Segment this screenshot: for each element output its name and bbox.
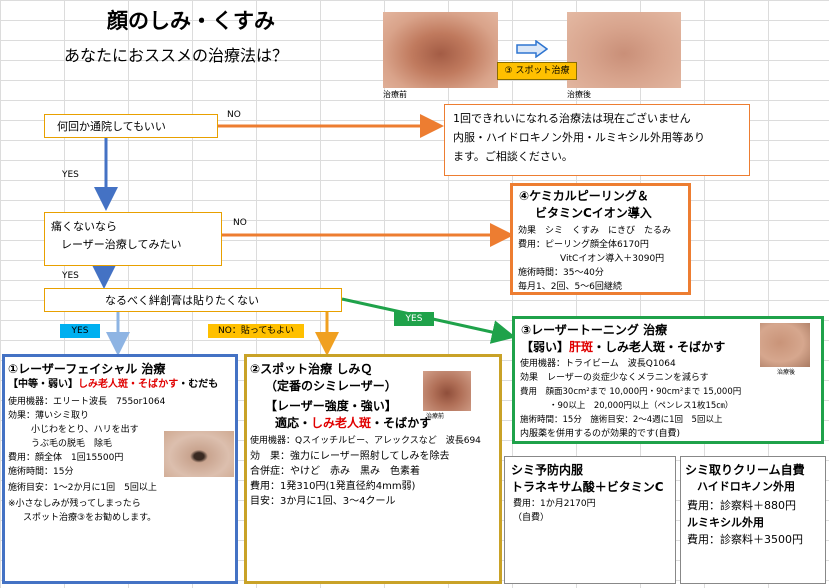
chemical-cost: 費用：ピーリング顔全体6170円 [518,240,649,251]
oral-title: シミ予防内服 [511,463,583,478]
spot-subtitle: （定番のシミレーザー） [265,379,397,394]
yes-label-1: YES [62,170,79,181]
toning-photo [760,323,810,367]
toning-cost: 費用 顔面30cm²まで 10,000円・90cm²まで 15,000円 [520,387,741,398]
facial-title: ①レーザーフェイシャル 治療 [8,362,165,377]
yes-badge-green: YES [394,312,434,326]
yes-label-2: YES [62,271,79,282]
cream-subtitle: ハイドロキノン外用 [697,480,795,494]
no-badge-orange: NO：貼ってもよい [208,324,304,338]
toning-note: 内服薬を併用するのが効果的です(自費) [520,429,680,440]
chemical-effect: 効果 シミ くすみ にきび たるみ [518,226,671,237]
spot-indication: 適応・しみ老人斑・そばかす [275,416,431,431]
spot-frequency: 目安：3か月に1回、3～4クール [250,496,395,509]
whitening-cream-box: シミ取りクリーム自費 ハイドロキノン外用 費用：診察料＋880円 ルミキシル外用… [680,456,826,584]
no-label-1: NO [227,110,241,121]
spot-photo [423,371,471,411]
facial-effect-3: うぶ毛の脱毛 除毛 [31,439,112,450]
toning-cost-2: ・90以上 20,000円以上（ペンレス1枚15㎝） [549,401,733,412]
toning-device: 使用機器：トライビーム 波長Q1064 [520,359,676,370]
question-2-line2: レーザー治療してみたい [61,238,181,252]
question-3-text: なるべく絆創膏は貼りたくない [105,294,259,308]
facial-frequency: 施術目安：1～2か月に1回 5回以上 [8,483,157,494]
chemical-peeling-box: ④ケミカルピーリング＆ ビタミンCイオン導入 効果 シミ くすみ にきび たるみ… [510,183,691,295]
facial-eye-photo [164,431,234,477]
facial-effect-2: 小じわをとり、ハリを出す [31,425,139,436]
question-1-box: 何回か通院してもいい [44,114,218,138]
facial-note: ※小さなしみが残ってしまったら [8,499,141,510]
cream-lumixyl: ルミキシル外用 [687,516,764,530]
question-3-box: なるべく絆創膏は貼りたくない [44,288,342,312]
question-2-box: 痛くないなら レーザー治療してみたい [44,212,222,266]
oral-cost: 費用：1か月2170円 [513,499,596,510]
chemical-time: 施術時間：35～40分 [518,268,604,279]
oral-medication-box: シミ予防内服 トラネキサム酸＋ビタミンC 費用：1か月2170円 （自費） [504,456,676,584]
facial-device: 使用機器：エリート波長 755or1064 [8,397,165,408]
facial-time: 施術時間：15分 [8,467,73,478]
question-1-text: 何回か通院してもいい [57,120,166,134]
no-result-line1: 1回できれいになれる治療法は現在ございません [453,112,691,126]
facial-note-2: スポット治療③をお勧めします。 [23,513,156,524]
facial-cost: 費用：顔全体 1回15500円 [8,453,123,464]
spot-device: 使用機器：Qスイッチルビー、アレックスなど 波長694 [250,436,481,447]
toning-title: ③レーザートーニング 治療 [521,323,667,338]
facial-effect: 効果：薄いシミ取り [8,411,89,422]
spot-complication: 合併症：やけど 赤み 黒み 色素着 [250,466,420,479]
spot-cost: 費用：1発310円(1発直径約4mm弱) [250,481,415,494]
spot-photo-caption: 治療前 [426,413,444,421]
no-label-2: NO [233,218,247,229]
spot-title: ②スポット治療 しみＱ [250,362,372,377]
no-result-line3: ます。ご相談ください。 [453,150,573,164]
question-2-line1: 痛くないなら [51,220,117,234]
toning-effect: 効果 レーザーの炎症少なくメラニンを減らす [520,373,709,384]
toning-photo-caption: 治療後 [777,369,795,377]
oral-self-pay: （自費） [513,513,549,524]
facial-subtitle: 【中等・弱い】しみ老人斑・そばかす・むだも [8,379,218,392]
cream-title: シミ取りクリーム自費 [685,463,805,478]
spot-treatment-box: ②スポット治療 しみＱ （定番のシミレーザー） 【レーザー強度・強い】 適応・し… [244,354,502,584]
chemical-title2: ビタミンCイオン導入 [535,206,652,221]
laser-facial-box: ①レーザーフェイシャル 治療 【中等・弱い】しみ老人斑・そばかす・むだも 使用機… [2,354,238,584]
toning-time: 施術時間：15分 施術目安：2～4週に1回 5回以上 [520,415,722,426]
cream-cost-1: 費用：診察料＋880円 [687,499,796,513]
laser-toning-box: ③レーザートーニング 治療 【弱い】肝斑・しみ老人斑・そばかす 使用機器：トライ… [512,316,824,444]
oral-subtitle: トラネキサム酸＋ビタミンC [511,480,664,495]
no-result-box: 1回できれいになれる治療法は現在ございません 内服・ハイドロキノン外用・ルミキシ… [444,104,750,176]
spot-effect: 効 果：強力にレーザー照射してしみを除去 [250,451,450,464]
toning-subtitle: 【弱い】肝斑・しみ老人斑・そばかす [521,340,725,355]
chemical-frequency: 毎月1、2回、5～6回継続 [518,282,622,293]
no-result-line2: 内服・ハイドロキノン外用・ルミキシル外用等あり [453,131,705,145]
yes-badge-blue: YES [60,324,100,338]
chemical-cost-vitc: VitCイオン導入＋3090円 [560,254,664,265]
chemical-title1: ④ケミカルピーリング＆ [519,189,649,204]
spot-strength: 【レーザー強度・強い】 [265,399,397,414]
cream-cost-2: 費用：診察料＋3500円 [687,533,803,547]
